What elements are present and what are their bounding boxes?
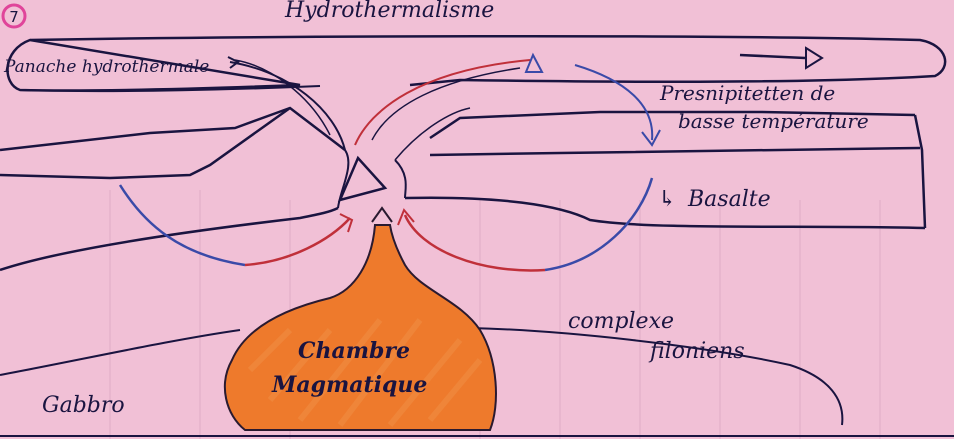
label-basalt: Basalte — [687, 187, 771, 212]
plume-stream-center-2 — [372, 68, 520, 140]
label-dikes-2: filoniens — [648, 339, 745, 364]
label-dikes-1: complexe — [568, 309, 674, 334]
dike-gabbro-boundary-left — [0, 330, 240, 375]
diagram-title: Hydrothermalisme — [284, 0, 494, 23]
figure-number-marker: 7 — [3, 5, 25, 27]
label-chamber-2: Magmatique — [271, 372, 427, 398]
label-precipitation-2: basse température — [678, 109, 869, 133]
label-basalt-arrow: ↳ — [658, 187, 676, 212]
label-chamber-1: Chambre — [298, 338, 410, 364]
plume-stream-right — [395, 108, 470, 160]
basalt-upper-left — [0, 108, 345, 150]
magma-conduit-tip — [372, 208, 392, 222]
downwelling-arrowhead — [642, 130, 660, 145]
downwelling-arrow — [575, 65, 652, 140]
circulation-right-red — [405, 215, 545, 270]
delta-marker-2 — [806, 48, 822, 68]
figure-number: 7 — [9, 8, 19, 26]
circulation-left-blue — [120, 185, 245, 265]
current-arrow — [740, 55, 805, 58]
circulation-left-red — [245, 218, 350, 265]
label-plume: Panache hydrothermale — [3, 57, 209, 77]
vent-chimney — [340, 158, 385, 200]
basalt-mid-right — [430, 148, 920, 155]
label-precipitation-1: Presnipitetten de — [659, 81, 835, 105]
label-gabbro: Gabbro — [42, 393, 125, 418]
vent-wall-right — [395, 160, 406, 198]
delta-marker-1 — [526, 55, 542, 72]
basalt-base-left — [0, 208, 338, 270]
basalt-lower-left — [0, 108, 290, 178]
plume-stream-center — [355, 60, 530, 145]
basalt-right-edge — [915, 115, 925, 228]
